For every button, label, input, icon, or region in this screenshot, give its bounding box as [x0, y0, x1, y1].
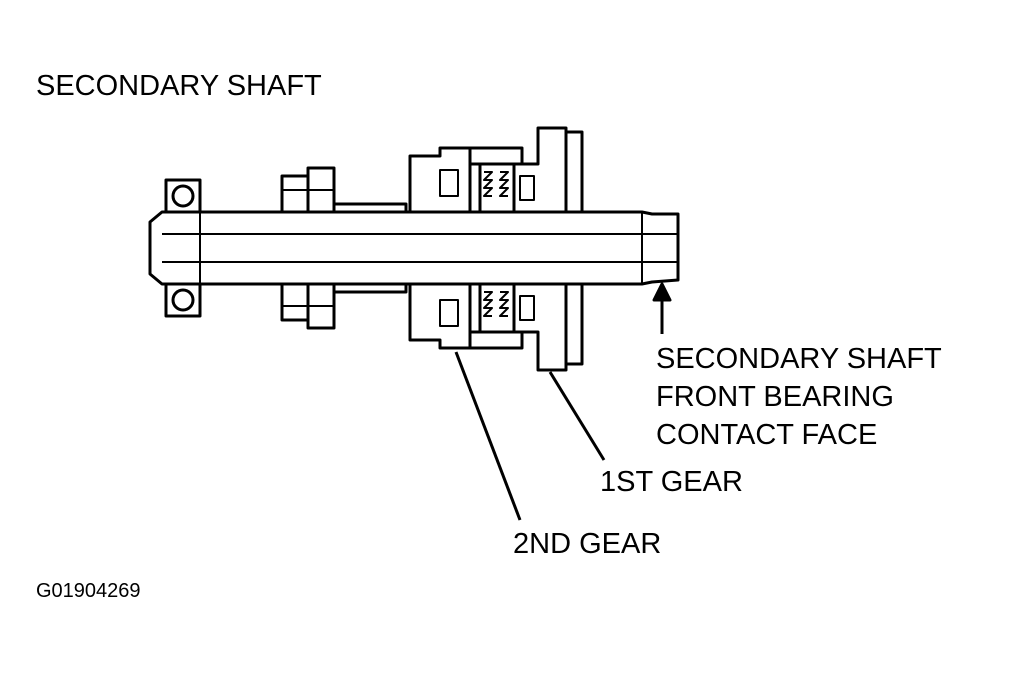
synchronizer [468, 146, 524, 350]
diagram-title: SECONDARY SHAFT [36, 70, 322, 102]
first-gear [512, 126, 584, 372]
callout-second-gear: 2ND GEAR [513, 528, 662, 560]
callout-bearing-line-3: CONTACT FACE [656, 419, 878, 451]
shaft-body [148, 210, 680, 286]
leader-lines [454, 351, 606, 521]
callout-bearing-line-1: SECONDARY SHAFT [656, 343, 942, 375]
contact-face-arrow [652, 282, 672, 334]
figure-code: G01904269 [36, 580, 141, 602]
rear-bearing [164, 178, 202, 318]
second-gear [408, 146, 472, 350]
callout-bearing-line-2: FRONT BEARING [656, 381, 894, 413]
callout-first-gear: 1ST GEAR [600, 466, 743, 498]
small-gear [280, 166, 408, 330]
callout-bearing-contact-face: SECONDARY SHAFT FRONT BEARING CONTACT FA… [656, 340, 942, 454]
